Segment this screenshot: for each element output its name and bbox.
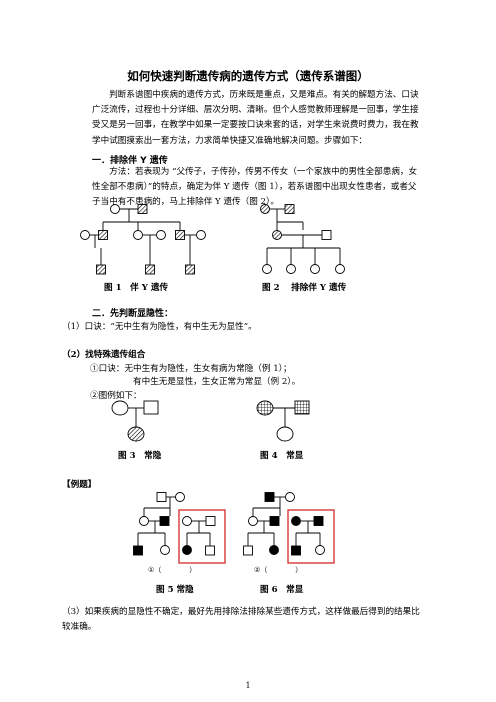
highlight-box (178, 509, 226, 564)
figure2-caption: 图 2 排除伴 Y 遗传 (262, 283, 347, 293)
section1-text: 方法：若表现为 “父传子，子传孙，传男不传女（一个家族中的男性全部患病，女性全部… (92, 167, 418, 208)
figure6-answer-label: ②（ ） (254, 566, 303, 574)
figure5-pedigree (133, 492, 226, 564)
rule2-line-a: ①口诀：无中生有为隐性，生女有病为常隐（例 1）； (90, 364, 292, 374)
page-number: 1 (245, 681, 251, 690)
figure2-pedigree (260, 204, 345, 274)
rule2-line-c: ②图例如下： (90, 391, 142, 401)
rule2-heading: （2）找特殊遗传组合 (62, 350, 146, 360)
section1-heading: 一．排除伴 Y 遗传 (92, 156, 168, 166)
figure1-caption: 图 1 伴 Y 遗传 (104, 283, 169, 293)
figure4-caption: 图 4 常显 (260, 451, 304, 461)
example-heading: 【例题】 (62, 480, 97, 490)
highlight-box (287, 509, 335, 564)
figure6-caption: 图 6 常显 (260, 585, 304, 595)
intro-paragraph: 判断系谱图中疾病的遗传方式，历来既是重点，又是难点。有关的解题方法、口诀广泛流传… (92, 90, 419, 146)
figure1-pedigree (80, 204, 206, 275)
figure4-pedigree (256, 400, 310, 442)
figure3-pedigree (111, 400, 159, 442)
note-paragraph: （3）如果疾病的显隐性不确定，最好先用排除法排除某些遗传方式，这样做最后得到的结… (62, 607, 420, 633)
figure5-caption: 图 5 常隐 (156, 585, 194, 595)
pedigree-male-affected (137, 204, 148, 214)
figure5-answer-label: ①（ ） (148, 566, 197, 574)
pedigree-female-unaffected (110, 204, 120, 214)
rule2-line-b: 有中生无是显性，生女正常为常显（例 2）。 (133, 377, 301, 387)
figure6-pedigree (243, 492, 335, 564)
figure3-caption: 图 3 常隐 (118, 451, 162, 461)
rule1-text: （1）口诀：“无中生有为隐性，有中生无为显性”。 (62, 322, 257, 332)
section2-heading: 二．先判断显隐性： (92, 309, 174, 319)
page-title: 如何快速判断遗传病的遗传方式（遗传系谱图） (127, 69, 369, 83)
